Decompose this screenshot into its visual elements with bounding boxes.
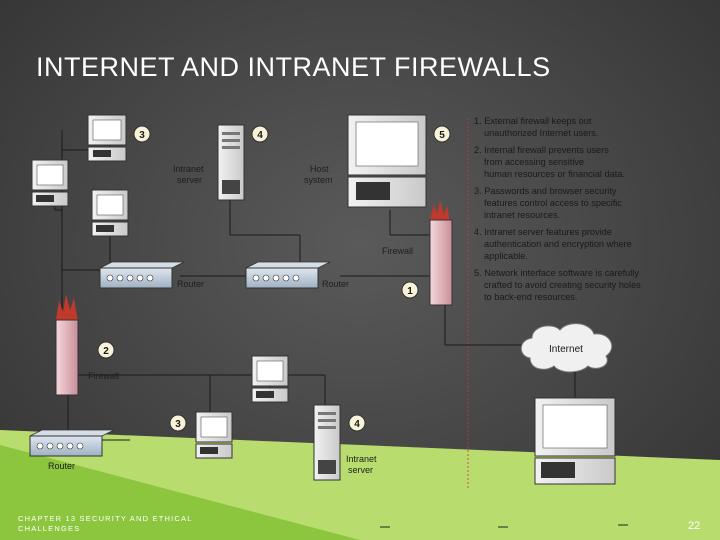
firewall-top-label: Firewall — [382, 246, 413, 256]
router-left-icon — [99, 261, 185, 289]
svg-text:4: 4 — [354, 419, 360, 430]
note-line: 4. Intranet server features provide — [474, 227, 612, 237]
intranet-server-bottom-label-2: server — [348, 465, 373, 475]
note-line: authentication and encryption where — [484, 239, 632, 249]
computer-bottom-right — [534, 397, 616, 485]
host-system-label-2: system — [304, 175, 333, 185]
badge-4-bottom: 4 — [348, 414, 366, 432]
badge-2: 2 — [97, 341, 115, 359]
badge-1: 1 — [401, 281, 419, 299]
router-right-label: Router — [322, 279, 349, 289]
svg-text:2: 2 — [103, 346, 109, 357]
intranet-server-top-icon — [217, 124, 245, 201]
badge-4-top: 4 — [251, 125, 269, 143]
svg-text:4: 4 — [257, 130, 263, 141]
host-system-icon — [347, 114, 427, 208]
computer-bottom-middle — [251, 355, 289, 403]
computer-left-middle — [31, 159, 69, 207]
svg-text:5: 5 — [439, 130, 445, 141]
note-line: 3. Passwords and browser security — [474, 186, 617, 196]
footer-dashes — [380, 524, 628, 528]
badge-5: 5 — [433, 125, 451, 143]
router-bottom-label: Router — [48, 461, 75, 471]
note-line: human resources or financial data. — [484, 169, 625, 179]
computer-bottom-left — [195, 411, 233, 459]
page-number: 22 — [688, 520, 701, 532]
note-line: intranet resources. — [484, 210, 560, 220]
badge-3-top: 3 — [133, 125, 151, 143]
intranet-server-bottom-label-1: Intranet — [346, 454, 377, 464]
note-line: 1. External firewall keeps out — [474, 116, 592, 126]
note-line: 5. Network interface software is careful… — [474, 268, 639, 278]
router-left-label: Router — [177, 279, 204, 289]
firewall-left-icon — [55, 294, 79, 396]
note-line: 2. Internal firewall prevents users — [474, 145, 609, 155]
router-right-icon — [245, 261, 331, 289]
svg-text:1: 1 — [407, 286, 413, 297]
svg-text:3: 3 — [139, 130, 145, 141]
internet-label: Internet — [549, 344, 583, 355]
security-notes: 1. External firewall keeps out unauthori… — [474, 116, 641, 302]
note-line: applicable. — [484, 251, 528, 261]
host-system-label-1: Host — [310, 164, 329, 174]
svg-text:3: 3 — [175, 419, 181, 430]
note-line: features control access to specific — [484, 198, 622, 208]
note-line: to back-end resources. — [484, 292, 577, 302]
intranet-server-top-label-1: Intranet — [173, 164, 204, 174]
computer-left-lower — [91, 189, 129, 237]
note-line: from accessing sensitive — [484, 157, 584, 167]
router-bottom-icon — [29, 429, 115, 457]
firewall-right-icon — [429, 200, 453, 306]
internet-cloud-icon — [520, 323, 613, 373]
note-line: crafted to avoid creating security holes — [484, 280, 641, 290]
footer-chapter-text: CHAPTER 13 SECURITY AND ETHICAL CHALLENG… — [18, 514, 193, 533]
firewall-left-label: Firewall — [88, 371, 119, 381]
slide-title: INTERNET AND INTRANET FIREWALLS — [36, 52, 551, 82]
intranet-server-bottom-icon — [313, 404, 341, 481]
badge-3-bottom: 3 — [169, 414, 187, 432]
note-line: unauthorized Internet users. — [484, 128, 598, 138]
computer-top-left — [87, 114, 127, 162]
intranet-server-top-label-2: server — [177, 175, 202, 185]
